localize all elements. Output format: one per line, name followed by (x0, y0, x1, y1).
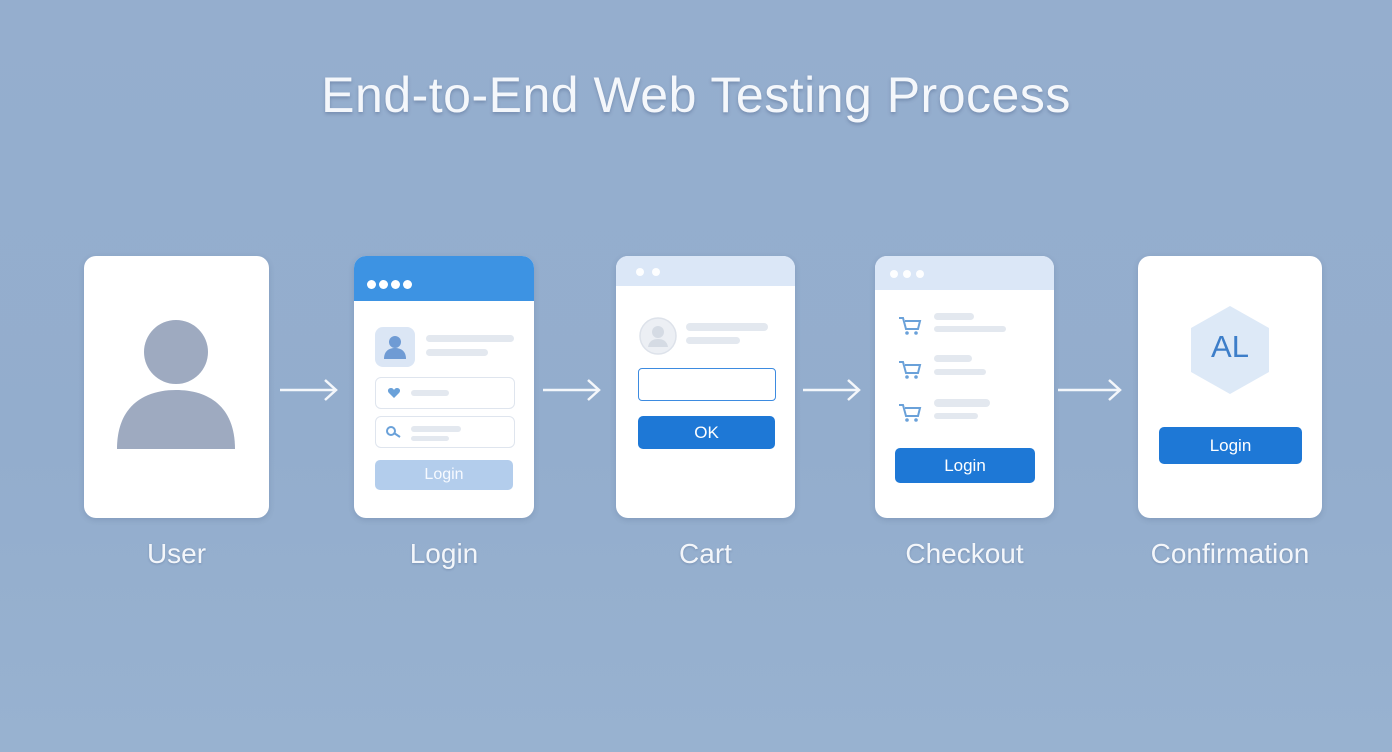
confirmation-login-button[interactable]: Login (1159, 427, 1302, 464)
text-placeholder (934, 413, 978, 419)
arrow-icon (280, 379, 338, 401)
hexagon-badge-icon (1191, 306, 1269, 394)
text-placeholder (934, 326, 1006, 332)
window-dot (379, 280, 388, 289)
key-icon (386, 426, 401, 438)
profile-icon (375, 327, 415, 367)
cart-icon (899, 361, 922, 379)
window-titlebar (616, 256, 795, 286)
cart-card: OK (616, 256, 795, 518)
text-placeholder (686, 323, 768, 331)
window-dot (916, 270, 924, 278)
window-dot (652, 268, 660, 276)
text-placeholder (426, 349, 488, 356)
text-placeholder (934, 399, 990, 407)
window-dot (391, 280, 400, 289)
cart-input[interactable] (638, 368, 776, 401)
arrow-icon (543, 379, 601, 401)
arrow-icon (803, 379, 861, 401)
field-placeholder (411, 426, 461, 432)
login-card: Login (354, 256, 534, 518)
confirmation-card: AL Login (1138, 256, 1322, 518)
cart-icon (899, 317, 922, 335)
window-dot (367, 280, 376, 289)
login-button[interactable]: Login (375, 460, 513, 490)
confirmation-badge-text: AL (1211, 329, 1249, 364)
diagram-title: End-to-End Web Testing Process (321, 67, 1071, 123)
step-label-checkout: Checkout (905, 538, 1024, 569)
window-dot (403, 280, 412, 289)
text-placeholder (934, 355, 972, 362)
avatar-icon (639, 317, 677, 355)
arrow-icon (1058, 379, 1122, 401)
checkout-card: Login (875, 256, 1054, 518)
field-placeholder (411, 436, 449, 441)
step-label-user: User (146, 538, 207, 569)
text-placeholder (934, 369, 986, 375)
heart-icon (387, 388, 401, 398)
ok-button[interactable]: OK (638, 416, 775, 449)
text-placeholder (426, 335, 514, 342)
step-label-cart: Cart (679, 538, 732, 569)
user-avatar-icon (117, 320, 235, 449)
checkout-login-button[interactable]: Login (895, 448, 1035, 483)
field-placeholder (411, 390, 449, 396)
password-field[interactable] (375, 416, 515, 448)
user-card (84, 256, 269, 518)
window-titlebar (875, 256, 1054, 290)
step-label-login: Login (409, 538, 479, 569)
window-dot (903, 270, 911, 278)
username-field[interactable] (375, 377, 515, 409)
step-label-confirmation: Confirmation (1150, 538, 1310, 569)
text-placeholder (934, 313, 974, 320)
window-dot (890, 270, 898, 278)
text-placeholder (686, 337, 740, 344)
window-dot (636, 268, 644, 276)
window-titlebar (354, 256, 534, 301)
cart-icon (899, 404, 922, 422)
